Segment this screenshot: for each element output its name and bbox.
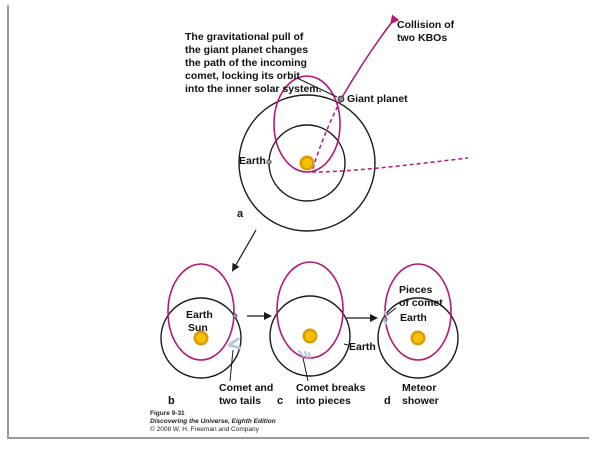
earth-label-a: Earth [239,155,266,167]
sun-icon [410,330,426,346]
giant-planet-label: Giant planet [347,93,408,105]
earth-label-b: Earth [186,309,213,321]
pointer-line-comet [229,349,234,382]
earth-orbit-c [269,295,351,377]
intro-label: The gravitational pull of the giant plan… [185,31,322,95]
break-label: Comet breaks into pieces [296,382,368,407]
earth-label-c: Earth [349,341,376,353]
meteor-label: Meteor shower [402,382,439,407]
outer-orbit-a [238,94,376,232]
earth-orbit-d [377,297,459,379]
meteor-pieces [383,311,388,325]
incoming-comet-path [343,14,400,95]
pointer-line-break [302,357,309,382]
book-title: Discovering the Universe, Eighth Edition [150,418,276,425]
pieces-label: Pieces of comet [399,284,443,309]
comet-label: Comet and two tails [219,382,276,407]
comet-orbit-b [167,263,235,361]
panel-d: Pieces of comet Earth Meteor shower d [377,263,459,407]
giant-planet-icon [337,95,345,103]
sun-icon [193,330,209,346]
copyright-line: © 2008 W. H. Freeman and Company [150,426,259,433]
comet-tails [227,337,242,350]
comet-orbit-c [276,261,344,359]
panel-c-letter: c [277,395,283,407]
panel-b: Earth Sun Comet and two tails b [160,263,276,407]
panel-d-letter: d [384,395,391,407]
figure-number: Figure 9-31 [150,410,185,417]
pointer-line-earth-c [343,343,349,346]
collision-label: Collision of two KBOs [397,19,457,44]
panel-b-letter: b [168,395,175,407]
arrow-a-to-b [232,229,257,272]
sun-icon [302,328,318,344]
sun-icon [299,155,315,171]
panel-a: The gravitational pull of the giant plan… [185,14,469,272]
comet-orbit-a [273,75,341,173]
slide-frame [7,5,589,439]
earth-icon-a [266,159,272,165]
comet-dashed-tail [311,157,469,173]
pointer-line-pieces [386,307,397,316]
sun-label: Sun [188,322,208,334]
earth-orbit-b [160,297,242,379]
panel-a-letter: a [237,208,244,220]
earth-icon-b [232,313,238,319]
panel-c: Earth Comet breaks into pieces c [269,261,378,407]
earth-label-d: Earth [400,312,427,324]
comet-fragments [297,349,312,359]
pointer-line-intro [296,77,338,98]
